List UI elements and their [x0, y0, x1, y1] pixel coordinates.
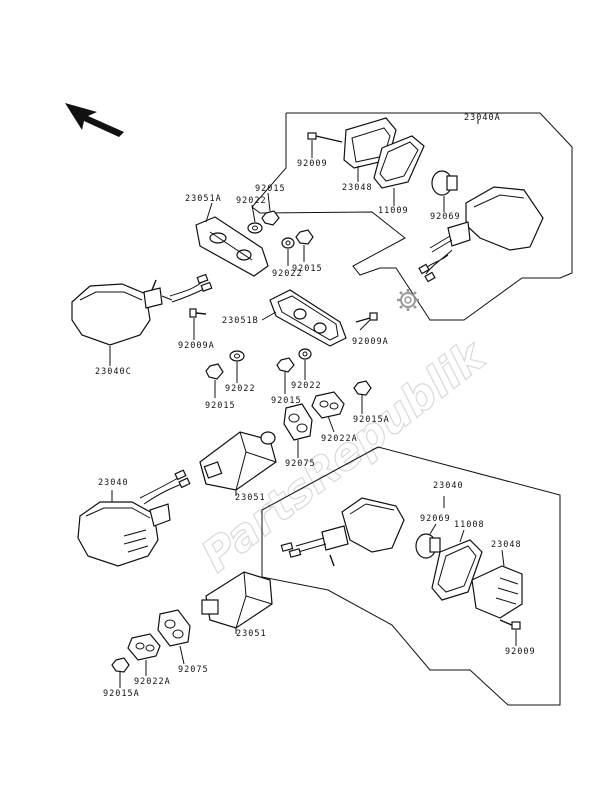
label-23051-bottom: 23051 [236, 629, 267, 639]
leader-lines [109, 120, 517, 688]
gasket-11009 [373, 135, 425, 189]
label-92022A-mid: 92022A [321, 434, 358, 444]
label-92022A-bottom: 92022A [134, 677, 171, 687]
screw-92009A-left [189, 308, 207, 318]
turn-signal-23040-left [77, 469, 191, 567]
label-92069-top: 92069 [430, 212, 461, 222]
part-labels: 23040A 92009 23048 11009 92069 23051A 92… [95, 113, 536, 699]
bulb-92069-bottom [415, 533, 441, 559]
washer-92022-a [247, 222, 263, 234]
bulb-92069-top [431, 170, 458, 196]
label-92022-d: 92022 [291, 381, 322, 391]
label-92069-bottom: 92069 [420, 514, 451, 524]
label-23051-mid: 23051 [235, 493, 266, 503]
washer-92022-c [229, 350, 245, 362]
label-92075-mid: 92075 [285, 459, 316, 469]
screw-92009-top [307, 132, 343, 143]
plate-92022A-bottom [127, 633, 161, 661]
nut-92015A-bottom [111, 657, 130, 673]
front-direction-arrow-icon [65, 103, 124, 137]
turn-signal-23040-right [280, 497, 405, 567]
label-11008: 11008 [454, 520, 485, 530]
nut-92015-d [276, 357, 295, 373]
lens-23048-bottom [471, 565, 523, 619]
label-92015A-bottom: 92015A [103, 689, 140, 699]
label-92015-b: 92015 [292, 264, 323, 274]
gear-icon [397, 289, 419, 311]
label-92015-a: 92015 [255, 184, 286, 194]
label-23040A: 23040A [464, 113, 501, 123]
washer-92022-d [298, 348, 312, 360]
gasket-11008 [431, 539, 483, 601]
label-92009A-right: 92009A [352, 337, 389, 347]
label-92022-c: 92022 [225, 384, 256, 394]
nut-92015-b [295, 229, 314, 245]
label-23040-right: 23040 [433, 481, 464, 491]
rubber-92075-mid [283, 403, 313, 441]
nut-92015-a [261, 210, 280, 226]
label-92009A-left: 92009A [178, 341, 215, 351]
upper-assembly-frame [251, 112, 573, 321]
label-11009: 11009 [378, 206, 409, 216]
label-23051B: 23051B [222, 316, 259, 326]
screw-92009A-right [355, 312, 378, 323]
rubber-92075-bottom [157, 609, 191, 647]
nut-92015-c [205, 363, 224, 380]
label-23048-bottom: 23048 [491, 540, 522, 550]
holder-23051-bottom [201, 571, 273, 629]
turn-signal-23040C [71, 273, 213, 346]
label-92022-a: 92022 [236, 196, 267, 206]
label-92015A-mid: 92015A [353, 415, 390, 425]
label-92022-b: 92022 [272, 269, 303, 279]
bracket-23051B [269, 289, 347, 347]
holder-23051-mid [199, 431, 277, 491]
nut-92015A-mid [353, 380, 372, 396]
washer-92022-b [281, 237, 295, 249]
label-23040C: 23040C [95, 367, 132, 377]
label-92015-c: 92015 [205, 401, 236, 411]
plate-92022A-mid [311, 391, 345, 419]
label-92015-d: 92015 [271, 396, 302, 406]
label-92075-bottom: 92075 [178, 665, 209, 675]
label-23040-left: 23040 [98, 478, 129, 488]
label-92009-bottom: 92009 [505, 647, 536, 657]
screw-92009-bottom [499, 619, 521, 630]
label-23051A: 23051A [185, 194, 222, 204]
lower-assembly-frame [261, 446, 561, 706]
bracket-23051A [195, 216, 269, 277]
turn-signal-23040A [418, 186, 544, 283]
label-92009-top: 92009 [297, 159, 328, 169]
label-23048-top: 23048 [342, 183, 373, 193]
